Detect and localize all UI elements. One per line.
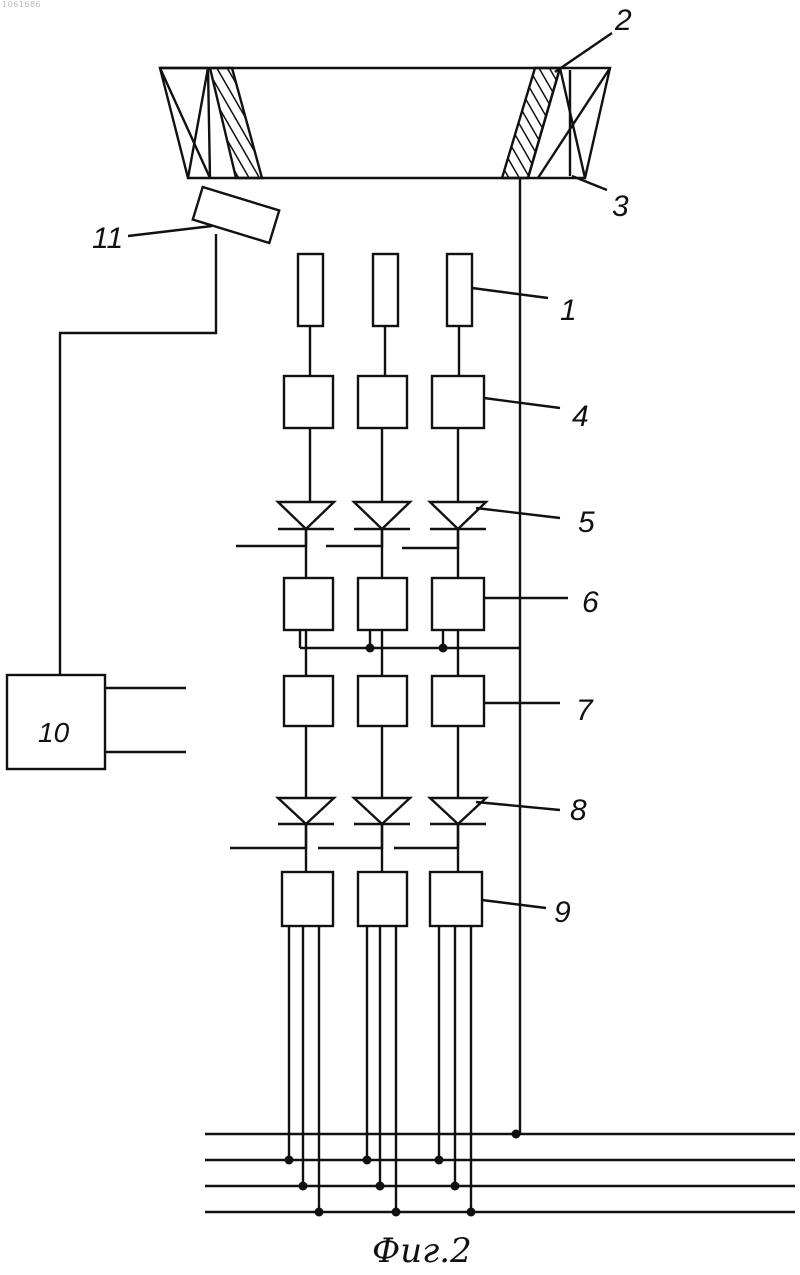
label-8: 8 <box>570 794 587 827</box>
channel-1 <box>230 254 334 1212</box>
thyristor-5b <box>354 502 410 529</box>
label-9: 9 <box>554 896 571 929</box>
block-6c <box>432 578 484 630</box>
block-4a <box>284 376 333 428</box>
label-10: 10 <box>38 717 70 748</box>
thyristor-5c <box>430 502 486 529</box>
ring-assembly <box>160 68 610 178</box>
thyristor-5a <box>278 502 334 529</box>
block-9b <box>358 872 407 926</box>
thyristor-8a <box>278 798 334 824</box>
block-7a <box>284 676 333 726</box>
sensor-11 <box>193 187 279 243</box>
block-6b <box>358 578 407 630</box>
block-7b <box>358 676 407 726</box>
block-4c <box>432 376 484 428</box>
label-2: 2 <box>614 4 632 37</box>
label-11: 11 <box>92 222 123 255</box>
label-3: 3 <box>612 190 629 223</box>
block-6a <box>284 578 333 630</box>
label-4: 4 <box>572 400 589 433</box>
busbars <box>205 1130 795 1217</box>
label-7: 7 <box>576 694 594 727</box>
element-1b <box>373 254 398 326</box>
figure-caption: Фиг.2 <box>372 1231 472 1271</box>
block-9c <box>430 872 482 926</box>
element-1c <box>447 254 472 326</box>
block-9a <box>282 872 333 926</box>
block-4b <box>358 376 407 428</box>
element-1a <box>298 254 323 326</box>
label-1: 1 <box>560 294 577 327</box>
thyristor-8b <box>354 798 410 824</box>
label-6: 6 <box>582 586 599 619</box>
sensor-wire <box>60 234 216 675</box>
block-7c <box>432 676 484 726</box>
label-5: 5 <box>578 506 595 539</box>
